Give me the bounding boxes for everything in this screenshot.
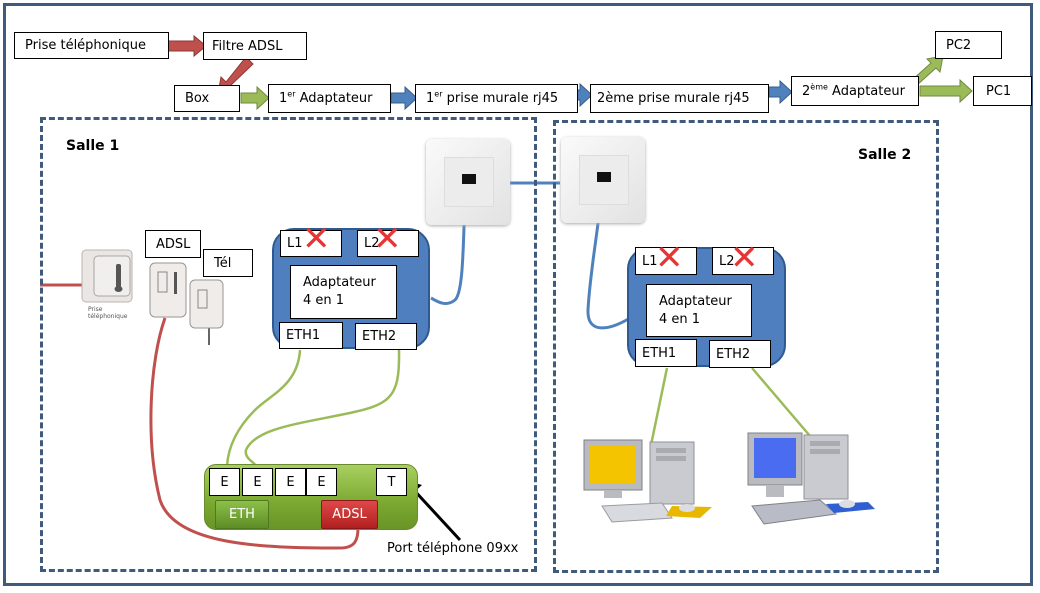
filter-label-adsl-text: ADSL <box>156 236 191 252</box>
adsl-filter-device <box>149 262 187 318</box>
cable-filter-to-router-adsl <box>149 317 360 550</box>
adsl-router-box: E E E E T ETH ADSL <box>204 464 418 530</box>
adapter1-port-eth1: ETH1 <box>279 322 343 349</box>
flow-filtre-adsl-label: Filtre ADSL <box>212 38 283 54</box>
room-salle-2-title: Salle 2 <box>858 147 912 163</box>
flow-prise-telephonique-label: Prise téléphonique <box>25 38 146 53</box>
arrow-box-to-adaptateur1 <box>240 85 270 111</box>
cable-eth2-to-pc-blue <box>751 367 811 437</box>
rj45-jack-icon <box>597 172 611 182</box>
adapter2-port-l2: L2 <box>712 247 774 275</box>
disabled-cross-icon: ✕ <box>730 238 759 278</box>
room-salle-2 <box>553 120 939 573</box>
disabled-cross-icon: ✕ <box>655 238 684 278</box>
wall-rj45-plate-1 <box>426 139 510 225</box>
flow-pc1: PC1 <box>973 76 1032 106</box>
disabled-cross-icon: ✕ <box>373 219 402 259</box>
flow-pc2: PC2 <box>935 31 1002 59</box>
wall-phone-socket <box>81 249 133 303</box>
outer-frame <box>3 3 1033 586</box>
room-salle-1 <box>40 117 537 572</box>
filter-label-tel: Tél <box>203 249 253 277</box>
flow-prise-murale-2: 2ème prise murale rj45 <box>590 84 769 113</box>
arrow-prise2-to-adaptateur2 <box>768 79 793 105</box>
cable-eth1-to-router <box>225 349 302 467</box>
router-eth-label: ETH <box>215 500 269 529</box>
router-port-eth-4: E <box>306 468 337 496</box>
cable-eth2-to-router <box>244 349 401 467</box>
adapter1-port-l2: L2 <box>357 230 419 257</box>
computer-blue-screen <box>747 432 875 525</box>
filter-label-tel-text: Tél <box>214 255 232 271</box>
adapter2-port-eth2: ETH2 <box>709 340 771 368</box>
router-port-eth-1: E <box>209 468 240 496</box>
flow-box: Box <box>174 85 240 112</box>
flow-adaptateur-2: 2ème Adaptateur <box>791 76 919 106</box>
arrow-adaptateur2-to-pc2 <box>911 55 944 86</box>
arrow-adaptateur1-to-prise1 <box>390 85 418 111</box>
router-port-eth-3: E <box>275 468 306 496</box>
adapter1-port-eth2: ETH2 <box>355 323 417 350</box>
phone-port-annotation: Port téléphone 09xx <box>387 541 519 556</box>
flow-adaptateur-2-label: 2ème Adaptateur <box>802 82 905 99</box>
flow-prise-murale-2-label: 2ème prise murale rj45 <box>597 91 750 106</box>
router-port-eth-2: E <box>242 468 273 496</box>
tel-filter-device <box>189 279 224 329</box>
adapter2-port-l1: L1 <box>635 247 697 275</box>
flow-prise-murale-1: 1er prise murale rj45 <box>415 84 578 113</box>
flow-pc2-label: PC2 <box>946 37 972 53</box>
room-salle-1-title: Salle 1 <box>66 138 120 154</box>
disabled-cross-icon: ✕ <box>302 219 331 259</box>
arrow-prise-to-filtre <box>167 34 207 58</box>
flow-adaptateur-1: 1er Adaptateur <box>268 84 391 113</box>
arrow-adaptateur2-to-pc1 <box>919 78 973 104</box>
flow-pc1-label: PC1 <box>986 83 1012 99</box>
rj45-jack-icon <box>462 174 476 184</box>
wall-rj45-plate-2 <box>561 137 645 223</box>
computer-yellow-screen <box>583 439 712 523</box>
router-port-phone: T <box>376 468 407 496</box>
filter-label-adsl: ADSL <box>145 230 201 258</box>
adapter2-port-eth1: ETH1 <box>635 339 697 367</box>
flow-prise-telephonique: Prise téléphonique <box>14 32 169 59</box>
flow-adaptateur-1-label: 1er Adaptateur <box>279 89 373 106</box>
flow-box-label: Box <box>185 91 210 106</box>
flow-prise-murale-1-label: 1er prise murale rj45 <box>426 89 559 106</box>
flow-filtre-adsl: Filtre ADSL <box>203 32 307 60</box>
router-adsl-label: ADSL <box>321 500 378 529</box>
adapter1-port-l1: L1 <box>280 230 342 257</box>
cable-eth1-to-pc-yellow <box>649 367 669 446</box>
